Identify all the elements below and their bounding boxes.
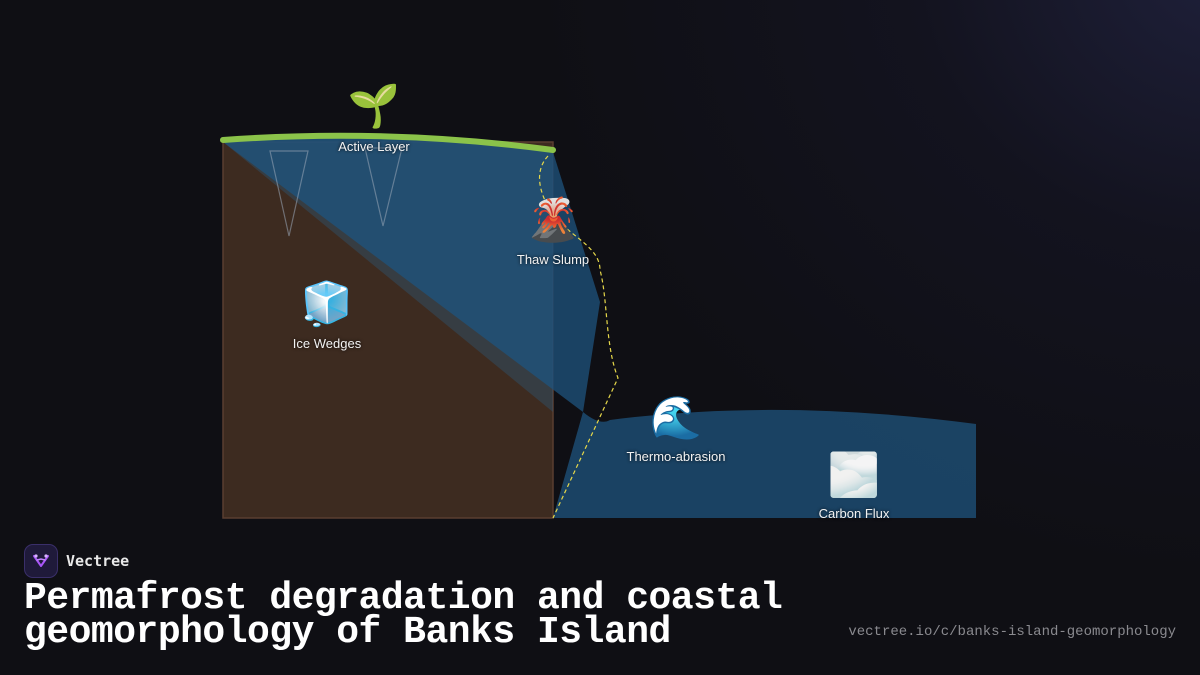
brand-name: Vectree (66, 552, 130, 570)
wave-icon: 🌊 (649, 393, 703, 442)
ice-diagonal-overlay (223, 137, 553, 412)
fog-icon: 🌫️ (827, 450, 881, 499)
page-title: Permafrost degradation and coastal geomo… (24, 577, 783, 654)
node-label-carbon-flux: Carbon Flux (818, 506, 890, 521)
active-layer-line (220, 132, 556, 153)
ice-wedge-right (364, 147, 403, 227)
ice-wedge-left (269, 150, 309, 237)
seedling-icon: 🌱 (347, 81, 401, 130)
node-label-active-layer: Active Layer (338, 139, 410, 154)
volcano-icon: 🌋 (526, 195, 580, 244)
ice-cube-icon: 🧊 (300, 279, 354, 328)
logo-mark (33, 554, 49, 567)
vectree-logo-icon (24, 544, 58, 578)
node-label-ice-wedges: Ice Wedges (292, 336, 362, 351)
brand: Vectree (24, 544, 129, 578)
node-label-thaw-slump: Thaw Slump (516, 252, 590, 267)
ice-water-body (223, 137, 976, 518)
node-label-thermo-abrasion: Thermo-abrasion (626, 449, 726, 464)
source-url[interactable]: vectree.io/c/banks-island-geomorphology (848, 624, 1176, 640)
